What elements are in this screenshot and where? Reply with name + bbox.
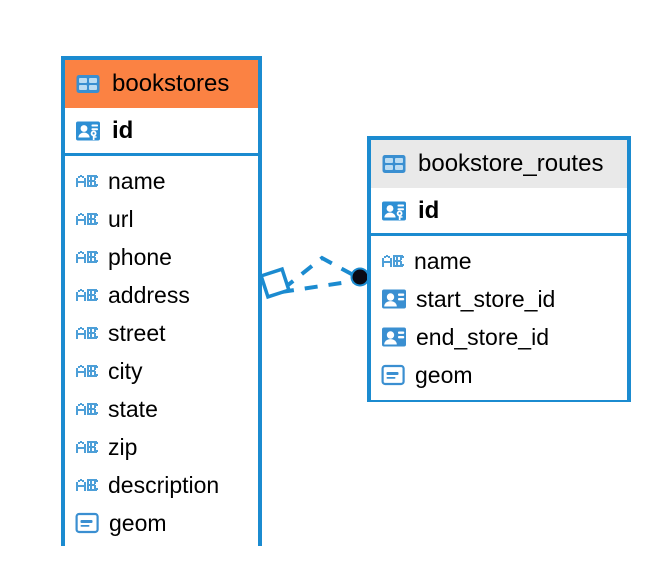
entity-table-bookstore-routes[interactable]: bookstore_routes id <box>367 136 631 402</box>
field-row-primary-key[interactable]: id <box>371 188 627 236</box>
field-row-state[interactable]: state <box>65 390 258 428</box>
abc-text-icon <box>75 249 99 265</box>
primary-key-icon <box>381 198 407 224</box>
foreign-key-icon <box>381 324 407 350</box>
field-label: city <box>108 357 143 384</box>
field-row-geom[interactable]: geom <box>371 356 627 394</box>
field-label: geom <box>109 509 167 536</box>
field-label: start_store_id <box>416 285 556 312</box>
abc-text-icon <box>75 173 99 189</box>
field-label: id <box>418 196 440 224</box>
relationship-line-lower <box>280 279 356 294</box>
entity-header-bookstore-routes[interactable]: bookstore_routes <box>371 140 627 188</box>
entity-header-bookstores[interactable]: bookstores <box>65 60 258 108</box>
field-row-geom[interactable]: geom <box>65 504 258 542</box>
field-label: id <box>112 116 134 144</box>
field-row-description[interactable]: description <box>65 466 258 504</box>
abc-text-icon <box>75 211 99 227</box>
field-label: name <box>414 247 472 274</box>
field-label: zip <box>108 433 138 460</box>
field-label: name <box>108 167 166 194</box>
abc-text-icon <box>75 363 99 379</box>
field-row-url[interactable]: url <box>65 200 258 238</box>
field-label: geom <box>415 361 473 388</box>
field-row-primary-key[interactable]: id <box>65 108 258 156</box>
field-row-phone[interactable]: phone <box>65 238 258 276</box>
geometry-icon <box>381 364 406 386</box>
field-row-city[interactable]: city <box>65 352 258 390</box>
foreign-key-icon <box>381 286 407 312</box>
abc-text-icon <box>75 439 99 455</box>
field-row-zip[interactable]: zip <box>65 428 258 466</box>
field-label: phone <box>108 243 172 270</box>
geometry-icon <box>75 512 100 534</box>
field-label: url <box>108 205 134 232</box>
field-label: description <box>108 471 220 498</box>
field-label: street <box>108 319 166 346</box>
field-list-bookstore-routes: name start_store_id <box>371 236 627 400</box>
field-row-start-store-id[interactable]: start_store_id <box>371 280 627 318</box>
field-row-name[interactable]: name <box>371 242 627 280</box>
table-icon <box>381 151 407 177</box>
field-row-address[interactable]: address <box>65 276 258 314</box>
entity-title: bookstores <box>112 70 230 97</box>
field-label: state <box>108 395 158 422</box>
table-icon <box>75 71 101 97</box>
field-label: address <box>108 281 190 308</box>
abc-text-icon <box>75 287 99 303</box>
abc-text-icon <box>381 253 405 269</box>
field-list-bookstores: name url <box>65 156 258 548</box>
relationship-line-upper <box>281 255 358 291</box>
entity-title: bookstore_routes <box>418 150 604 177</box>
abc-text-icon <box>75 401 99 417</box>
diamond-endpoint-icon[interactable] <box>258 266 292 300</box>
field-row-end-store-id[interactable]: end_store_id <box>371 318 627 356</box>
entity-table-bookstores[interactable]: bookstores id <box>61 56 262 548</box>
field-row-street[interactable]: street <box>65 314 258 352</box>
abc-text-icon <box>75 477 99 493</box>
abc-text-icon <box>75 325 99 341</box>
primary-key-icon <box>75 118 101 144</box>
field-label: end_store_id <box>416 323 549 350</box>
field-row-name[interactable]: name <box>65 162 258 200</box>
